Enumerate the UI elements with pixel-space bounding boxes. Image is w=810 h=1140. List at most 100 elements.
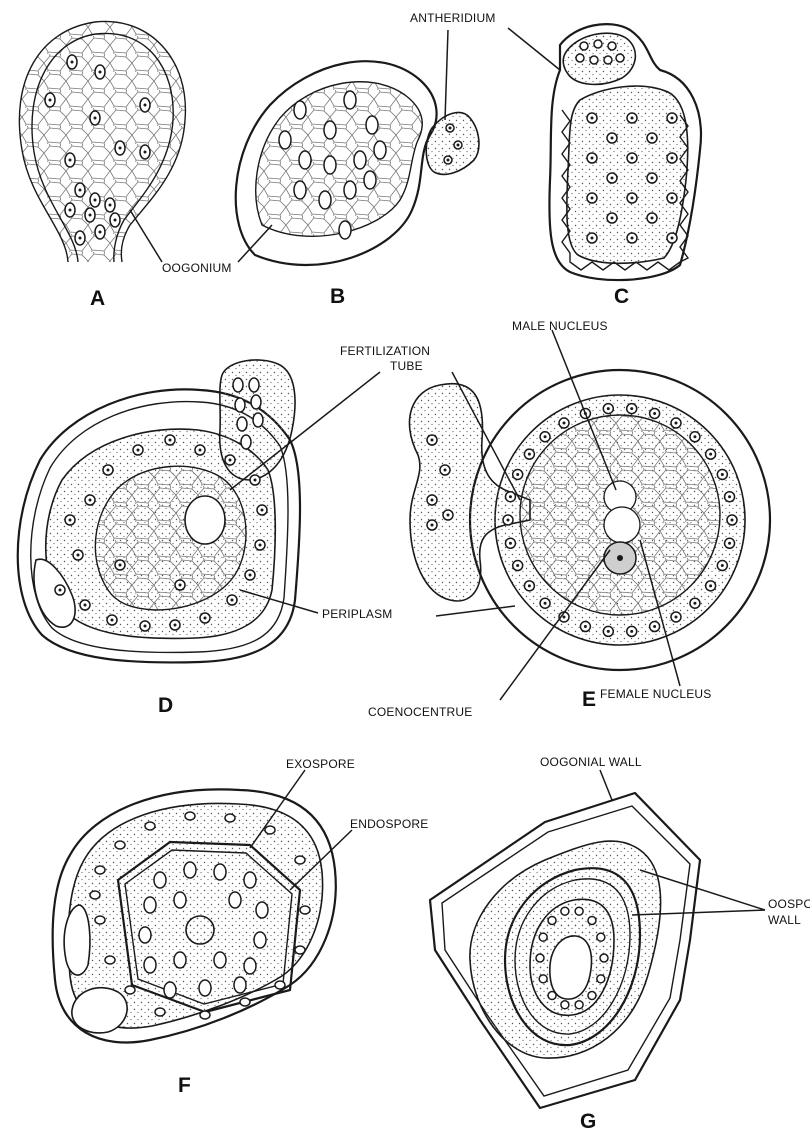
nucleolus bbox=[107, 469, 110, 472]
panel-d-drawing bbox=[18, 360, 300, 662]
nucleolus bbox=[671, 197, 674, 200]
nucleolus bbox=[516, 473, 519, 476]
vacuole-f-left bbox=[64, 905, 90, 975]
nucleus bbox=[199, 980, 211, 996]
nucleus bbox=[608, 42, 616, 50]
nucleus bbox=[561, 1001, 569, 1009]
panel-letter-b: B bbox=[330, 285, 345, 308]
oogonium-b-protoplast bbox=[256, 82, 422, 237]
nucleolus bbox=[69, 519, 72, 522]
nucleolus bbox=[651, 137, 654, 140]
leader-antheridium-b bbox=[445, 30, 448, 120]
nucleus bbox=[561, 907, 569, 915]
nucleolus bbox=[671, 157, 674, 160]
nucleus bbox=[144, 897, 156, 913]
nucleolus bbox=[653, 412, 656, 415]
nucleolus bbox=[631, 117, 634, 120]
nucleolus bbox=[611, 177, 614, 180]
nucleolus bbox=[77, 554, 80, 557]
coenocentrue-e bbox=[604, 507, 640, 543]
nucleus bbox=[575, 907, 583, 915]
nucleolus bbox=[709, 584, 712, 587]
nucleolus bbox=[229, 459, 232, 462]
nucleolus bbox=[119, 147, 122, 150]
panel-f-drawing bbox=[53, 789, 336, 1042]
nucleus bbox=[240, 998, 250, 1006]
ooplasm-d bbox=[95, 466, 246, 610]
nucleus bbox=[576, 54, 584, 62]
nucleus bbox=[616, 54, 624, 62]
nucleus bbox=[251, 395, 261, 409]
panel-letter-d: D bbox=[158, 694, 173, 717]
nucleolus bbox=[731, 519, 734, 522]
nucleolus bbox=[144, 104, 147, 107]
nucleolus bbox=[675, 615, 678, 618]
nucleus bbox=[185, 812, 195, 820]
nucleus bbox=[597, 975, 605, 983]
nucleus bbox=[105, 956, 115, 964]
nucleus bbox=[154, 872, 166, 888]
nucleus bbox=[214, 864, 226, 880]
label-oogonium: OOGONIUM bbox=[162, 261, 232, 275]
nucleolus bbox=[94, 117, 97, 120]
nucleolus bbox=[69, 209, 72, 212]
oospore-vacuole-g bbox=[550, 936, 592, 999]
nucleolus bbox=[584, 625, 587, 628]
nucleolus bbox=[174, 624, 177, 627]
nucleolus bbox=[509, 542, 512, 545]
nucleolus bbox=[507, 519, 510, 522]
nucleolus bbox=[69, 159, 72, 162]
nucleolus bbox=[591, 117, 594, 120]
nucleus bbox=[144, 957, 156, 973]
nucleolus bbox=[447, 514, 450, 517]
nucleus bbox=[299, 151, 311, 169]
label-fertilization: FERTILIZATION bbox=[340, 344, 430, 358]
label-oospore: OOSPORE bbox=[768, 897, 810, 911]
nucleus bbox=[265, 826, 275, 834]
nucleus bbox=[139, 927, 151, 943]
nucleus bbox=[594, 40, 602, 48]
nucleus bbox=[324, 121, 336, 139]
nucleus bbox=[300, 906, 310, 914]
nucleolus bbox=[99, 231, 102, 234]
panel-b-drawing bbox=[236, 61, 479, 265]
panel-letter-a: A bbox=[90, 287, 105, 310]
nucleus bbox=[241, 435, 251, 449]
panel-letter-e: E bbox=[582, 688, 596, 711]
antheridium-b bbox=[426, 113, 479, 175]
nucleolus bbox=[231, 599, 234, 602]
nucleolus bbox=[79, 189, 82, 192]
nucleolus bbox=[721, 564, 724, 567]
nucleolus bbox=[259, 544, 262, 547]
nucleus bbox=[604, 56, 612, 64]
nucleolus bbox=[204, 617, 207, 620]
nucleus bbox=[588, 916, 596, 924]
nucleolus bbox=[431, 439, 434, 442]
nucleus bbox=[364, 171, 376, 189]
nucleolus bbox=[71, 61, 74, 64]
nucleolus bbox=[544, 602, 547, 605]
nucleolus bbox=[449, 127, 452, 130]
nucleus bbox=[319, 191, 331, 209]
nucleolus bbox=[447, 159, 450, 162]
nucleolus bbox=[591, 157, 594, 160]
nucleolus bbox=[630, 407, 633, 410]
nucleolus bbox=[199, 449, 202, 452]
label-fertilization-tube: TUBE bbox=[390, 359, 423, 373]
label-oogonial-wall: OOGONIAL WALL bbox=[540, 755, 642, 769]
panel-a-drawing bbox=[19, 21, 185, 262]
label-exospore: EXOSPORE bbox=[286, 757, 355, 771]
nucleolus bbox=[89, 499, 92, 502]
nucleolus bbox=[611, 137, 614, 140]
nucleolus bbox=[651, 177, 654, 180]
panel-e-drawing bbox=[409, 370, 770, 670]
nucleolus bbox=[631, 157, 634, 160]
nucleolus bbox=[444, 469, 447, 472]
nucleolus bbox=[249, 574, 252, 577]
nucleus bbox=[244, 958, 256, 974]
nucleolus bbox=[563, 615, 566, 618]
nucleus bbox=[354, 151, 366, 169]
nucleolus bbox=[591, 237, 594, 240]
nucleus bbox=[256, 902, 268, 918]
nucleolus bbox=[137, 449, 140, 452]
